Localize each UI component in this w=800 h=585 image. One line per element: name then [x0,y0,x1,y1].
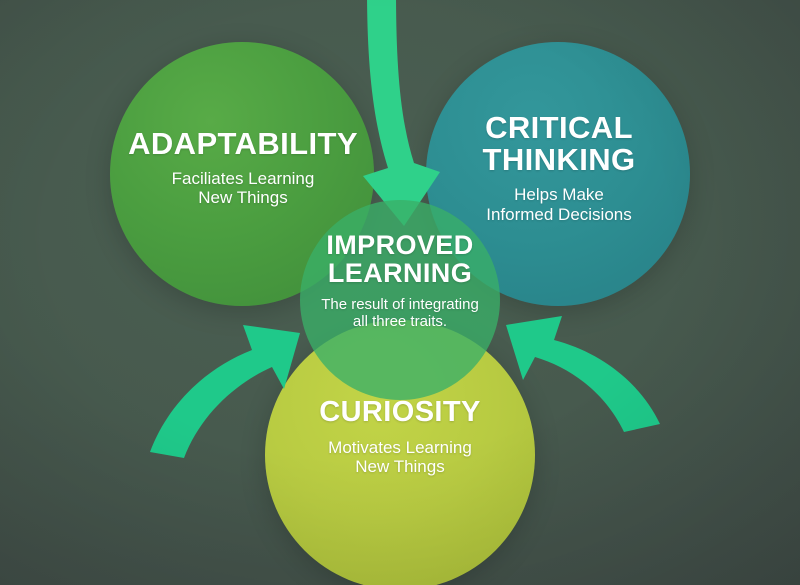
adaptability-title: ADAPTABILITY [128,126,358,161]
improved-learning-subtitle: The result of integrating all three trai… [321,296,479,331]
curiosity-subtitle: Motivates Learning New Things [328,437,472,477]
label-adaptability: ADAPTABILITY Faciliates Learning New Thi… [112,128,374,208]
label-improved-learning: IMPROVED LEARNING The result of integrat… [298,230,502,331]
label-critical-thinking: CRITICAL THINKING Helps Make Informed De… [428,112,690,225]
curiosity-title: CURIOSITY [319,396,481,428]
adaptability-subtitle: Faciliates Learning New Things [171,168,315,208]
label-curiosity: CURIOSITY Motivates Learning New Things [266,396,534,477]
critical-thinking-title: CRITICAL THINKING [482,110,636,177]
circle-improved-learning [300,200,500,400]
critical-thinking-subtitle: Helps Make Informed Decisions [486,185,632,224]
improved-learning-title: IMPROVED LEARNING [326,230,474,288]
